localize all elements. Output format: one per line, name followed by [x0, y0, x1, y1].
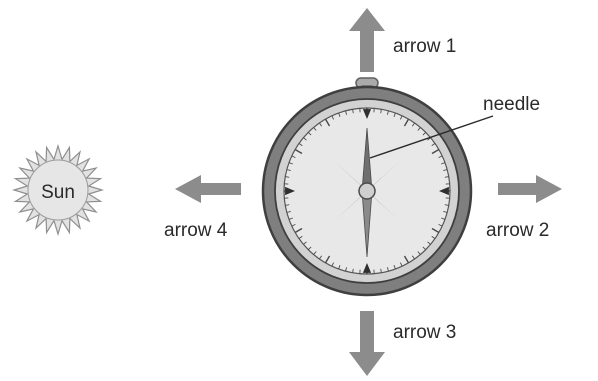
compass-pivot — [359, 183, 375, 199]
arrow-1-shape — [349, 8, 385, 72]
arrow-3-shape — [349, 311, 385, 376]
arrow-1-label: arrow 1 — [393, 36, 456, 57]
arrow-3: arrow 3 — [349, 311, 456, 376]
needle-label: needle — [483, 94, 540, 115]
sun: Sun — [14, 146, 102, 234]
compass — [263, 78, 471, 295]
sun-label: Sun — [41, 182, 75, 203]
arrow-4-label: arrow 4 — [164, 220, 228, 241]
arrow-3-label: arrow 3 — [393, 322, 456, 343]
arrow-2-label: arrow 2 — [486, 220, 549, 241]
arrow-2: arrow 2 — [486, 175, 562, 241]
arrow-4-shape — [175, 175, 241, 203]
arrow-1: arrow 1 — [349, 8, 456, 72]
arrow-4: arrow 4 — [164, 175, 241, 241]
arrow-2-shape — [498, 175, 562, 203]
